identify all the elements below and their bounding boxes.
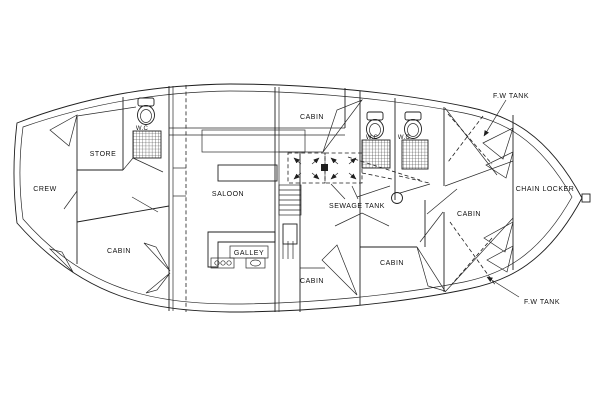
shower-grate-icon xyxy=(401,139,429,170)
cabinet xyxy=(282,223,298,245)
label-wc-port-fwd: W.C xyxy=(366,135,379,141)
companionway-stairs xyxy=(278,184,302,216)
door-swing xyxy=(49,114,78,147)
label-cabin-mid-port: CABIN xyxy=(300,278,324,285)
toilet-icon xyxy=(366,111,384,139)
galley-counter xyxy=(207,231,276,268)
toilet-icon xyxy=(404,111,422,139)
door-swing xyxy=(143,242,171,272)
label-sewage-tank: SEWAGE TANK xyxy=(329,203,385,210)
deck-hatch-icon xyxy=(287,152,363,184)
interior-walls xyxy=(63,85,514,312)
label-cabin-mid-stbd: CABIN xyxy=(380,260,404,267)
saloon-table xyxy=(217,164,278,182)
door-swing xyxy=(145,272,171,294)
stove-icon xyxy=(210,257,235,269)
label-crew: CREW xyxy=(33,186,56,193)
toilet-icon xyxy=(137,97,155,125)
label-wc-aft: W.C xyxy=(136,126,149,132)
shower-grate-icon xyxy=(132,130,162,159)
door-swing xyxy=(483,221,514,253)
door-swing xyxy=(482,127,514,160)
tank-hidden-lines xyxy=(347,113,497,287)
stemhead-fitting xyxy=(581,193,591,203)
label-fw-tank-fwd: F.W TANK xyxy=(493,93,529,100)
hull-outline xyxy=(13,83,591,313)
deckhouse-roof-rect xyxy=(201,129,306,153)
door-swing xyxy=(322,99,364,153)
door-swing xyxy=(416,246,446,292)
label-fw-tank-aft: F.W TANK xyxy=(524,299,560,306)
label-chain-locker: CHAIN LOCKER xyxy=(516,186,575,193)
door-swing xyxy=(485,151,514,179)
door-swing xyxy=(48,248,74,273)
label-wc-stbd-fwd: W.C xyxy=(398,135,411,141)
label-cabin-fwd-top: CABIN xyxy=(300,114,324,121)
annotation-leaders xyxy=(330,99,520,298)
saloon-furniture xyxy=(201,129,306,245)
label-saloon: SALOON xyxy=(212,191,244,198)
mast-circle-icon xyxy=(391,192,403,204)
steps-down xyxy=(282,241,294,259)
sink-icon xyxy=(245,257,266,269)
galley-unit xyxy=(207,231,276,269)
room-labels: CREW STORE W.C W.C W.C SALOON GALLEY CAB… xyxy=(33,93,575,306)
label-store: STORE xyxy=(90,151,117,158)
label-cabin-aft-port: CABIN xyxy=(107,248,131,255)
fw-tank-aft-leader xyxy=(486,276,520,298)
door-swing xyxy=(321,244,358,296)
door-swing-symbols xyxy=(48,99,514,296)
label-galley: GALLEY xyxy=(234,250,264,257)
shower-grate-icon xyxy=(361,139,391,169)
label-cabin-fwd: CABIN xyxy=(457,211,481,218)
hull-inner-line xyxy=(19,90,573,305)
fw-tank-fwd-leader xyxy=(483,99,507,137)
door-swing xyxy=(486,245,514,273)
sewage-tank-outline xyxy=(334,212,390,227)
